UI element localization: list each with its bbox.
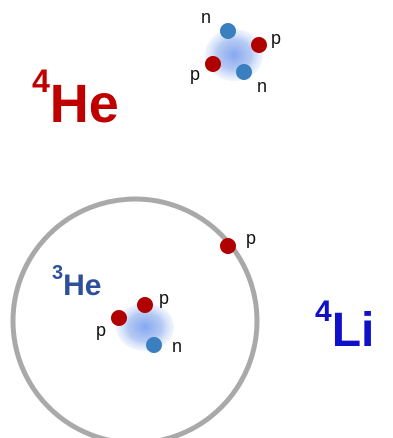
he3-proton-left — [111, 310, 127, 326]
li4-outer-proton — [220, 238, 236, 254]
he4-neutron-top — [220, 23, 236, 39]
he3-nucleus: p p n — [96, 288, 182, 356]
he4-mass-number: 4 — [32, 63, 50, 99]
he3-mass-number: 3 — [52, 262, 63, 284]
li4-symbol: 4Li — [315, 295, 374, 357]
he3-symbol: 3He — [52, 262, 101, 302]
he3-proton-left-label: p — [96, 320, 106, 340]
li4-outer-proton-label: p — [246, 228, 256, 248]
he4-proton-right-label: p — [271, 28, 281, 48]
he4-neutron-bottom — [236, 64, 252, 80]
he3-proton-top — [137, 297, 153, 313]
he3-neutron-label: n — [172, 336, 182, 356]
he4-proton-left — [205, 56, 221, 72]
li4-element: Li — [332, 304, 375, 357]
he4-nucleon-cloud — [205, 29, 263, 81]
he4-element: He — [50, 74, 119, 134]
he4-neutron-top-label: n — [201, 7, 211, 27]
he3-element: He — [63, 269, 101, 302]
he4-proton-left-label: p — [190, 64, 200, 84]
he4-neutron-bottom-label: n — [257, 76, 267, 96]
he4-symbol: 4He — [32, 63, 119, 134]
he3-neutron — [146, 337, 162, 353]
he3-proton-top-label: p — [159, 288, 169, 308]
he4-proton-right — [251, 37, 267, 53]
li4-mass-number: 4 — [315, 295, 332, 328]
he4-nucleus: n p p n — [190, 7, 281, 96]
